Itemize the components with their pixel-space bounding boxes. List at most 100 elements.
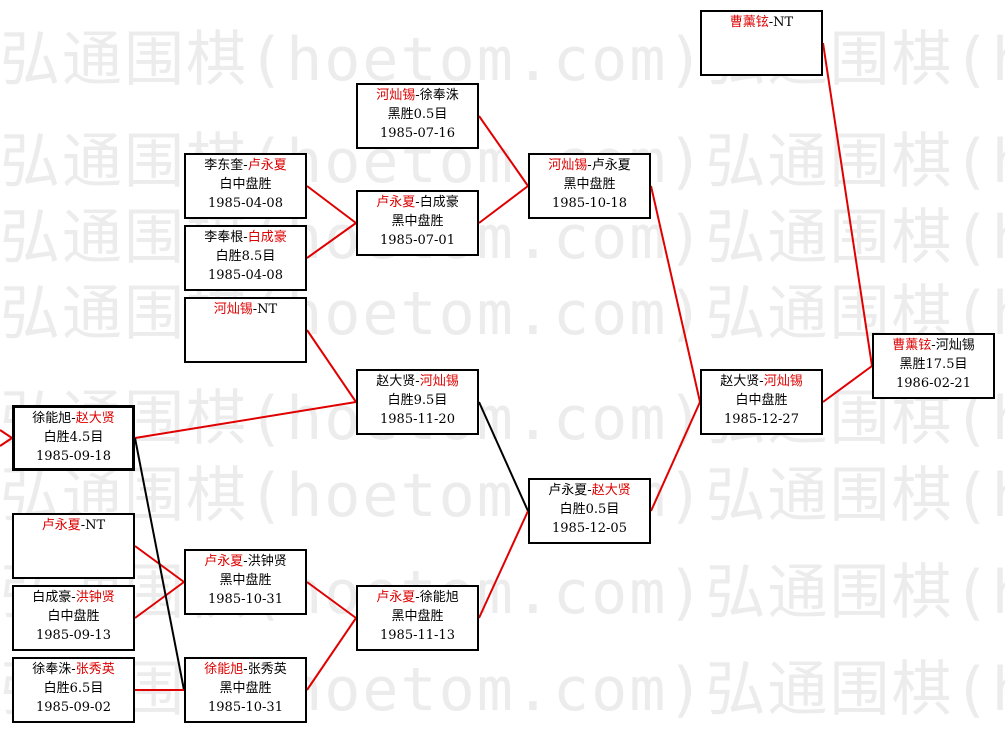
bracket-connector [478,115,529,187]
game-date: 1985-04-08 [208,268,283,283]
game-result: 白胜9.5目 [387,393,448,408]
player-name: 卢永夏- [548,483,592,498]
player-name: -NT [768,15,794,30]
player-name: -徐奉洙 [415,88,459,103]
game-box[interactable]: 赵大贤-河灿锡白胜9.5目 1985-11-20 [356,369,479,435]
player-name: 白成豪- [32,590,76,605]
winner-name: 赵大贤 [75,411,115,426]
game-box[interactable]: 李东奎-卢永夏白中盘胜 1985-04-08 [184,153,307,219]
game-players: 李奉根-白成豪 [186,228,305,247]
player-name: -白成豪 [415,195,459,210]
bracket-connector [134,401,357,439]
winner-name: 曹薰铉 [892,338,932,353]
bracket-connector [306,581,357,619]
game-date: 1986-02-21 [896,376,971,391]
bracket-connector [134,581,185,619]
bracket-connector [822,365,873,403]
game-date: 1985-11-20 [380,412,455,427]
winner-name: 张秀英 [75,662,115,677]
game-box[interactable]: 河灿锡-卢永夏黑中盘胜 1985-10-18 [528,153,651,219]
game-result: 黑胜17.5目 [899,357,968,372]
bracket-connector [822,42,873,367]
winner-name: 卢永夏 [41,518,81,533]
game-box[interactable]: 李奉根-白成豪白胜8.5目 1985-04-08 [184,225,307,291]
bracket-connector [0,429,13,439]
game-result: 黑中盘胜 [391,214,444,229]
game-result: 黑胜0.5目 [387,107,448,122]
game-players: 卢永夏-赵大贤 [530,481,649,500]
player-name: 徐奉洙- [32,662,76,677]
game-result: 黑中盘胜 [219,681,272,696]
game-date: 1985-09-13 [36,628,111,643]
winner-name: 洪钟贤 [75,590,115,605]
game-players: 曹薰铉-河灿锡 [874,336,993,355]
game-players: 徐能旭-赵大贤 [15,409,132,428]
game-result: 白中盘胜 [47,609,100,624]
game-players: 白成豪-洪钟贤 [14,588,133,607]
game-box[interactable]: 曹薰铉-NT [700,10,823,76]
bracket-connector [134,437,185,691]
bracket-connector [306,185,357,224]
game-box[interactable]: 卢永夏-赵大贤白胜0.5目 1985-12-05 [528,478,651,544]
game-box[interactable]: 曹薰铉-河灿锡黑胜17.5目 1986-02-21 [872,333,995,399]
game-box[interactable]: 徐奉洙-张秀英白胜6.5目 1985-09-02 [12,657,135,723]
game-result: 白胜6.5目 [43,681,104,696]
game-box[interactable]: 卢永夏-徐能旭黑中盘胜 1985-11-13 [356,585,479,651]
player-name: 徐能旭- [32,411,76,426]
game-date: 1985-10-31 [208,700,283,715]
winner-name: 卢永夏 [376,590,416,605]
game-date: 1985-12-05 [552,521,627,536]
winner-name: 卢永夏 [376,195,416,210]
game-result: 白中盘胜 [735,393,788,408]
game-date: 1985-07-01 [380,233,455,248]
game-result: 白中盘胜 [219,177,272,192]
game-players: 河灿锡-徐奉洙 [358,86,477,105]
winner-name: 白成豪 [247,230,287,245]
game-date: 1985-09-18 [36,449,111,464]
game-box[interactable]: 卢永夏-洪钟贤黑中盘胜 1985-10-31 [184,549,307,615]
game-result: 黑中盘胜 [563,177,616,192]
player-name: -洪钟贤 [243,554,287,569]
game-box[interactable]: 河灿锡-NT [184,297,307,363]
winner-name: 卢永夏 [204,554,244,569]
player-name: -卢永夏 [587,158,631,173]
game-date: 1985-09-02 [36,700,111,715]
game-box[interactable]: 卢永夏-白成豪黑中盘胜 1985-07-01 [356,190,479,256]
bracket-connector [478,401,529,512]
player-name: 李东奎- [204,158,248,173]
bracket-connector [650,185,701,403]
player-name: 赵大贤- [720,374,764,389]
game-date: 1985-04-08 [208,196,283,211]
player-name: -NT [80,518,106,533]
player-name: 赵大贤- [376,374,420,389]
game-players: 卢永夏-徐能旭 [358,588,477,607]
player-name: -徐能旭 [415,590,459,605]
winner-name: 河灿锡 [376,88,416,103]
game-players: 徐能旭-张秀英 [186,660,305,679]
player-name: 李奉根- [204,230,248,245]
winner-name: 徐能旭 [204,662,244,677]
game-result: 黑中盘胜 [391,609,444,624]
game-players: 卢永夏-洪钟贤 [186,552,305,571]
bracket-connector [478,185,529,224]
game-box[interactable]: 白成豪-洪钟贤白中盘胜 1985-09-13 [12,585,135,651]
game-date: 1985-10-31 [208,592,283,607]
game-result: 白胜0.5目 [559,502,620,517]
game-players: 李东奎-卢永夏 [186,156,305,175]
winner-name: 河灿锡 [419,374,459,389]
game-box[interactable]: 卢永夏-NT [12,513,135,579]
bracket-connector [306,329,357,403]
game-date: 1985-10-18 [552,196,627,211]
game-result: 黑中盘胜 [219,573,272,588]
winner-name: 卢永夏 [247,158,287,173]
game-date: 1985-11-13 [380,628,455,643]
game-result: 白胜8.5目 [215,249,276,264]
game-players: 卢永夏-NT [14,516,133,535]
winner-name: 河灿锡 [548,158,588,173]
game-box[interactable]: 徐能旭-张秀英黑中盘胜 1985-10-31 [184,657,307,723]
